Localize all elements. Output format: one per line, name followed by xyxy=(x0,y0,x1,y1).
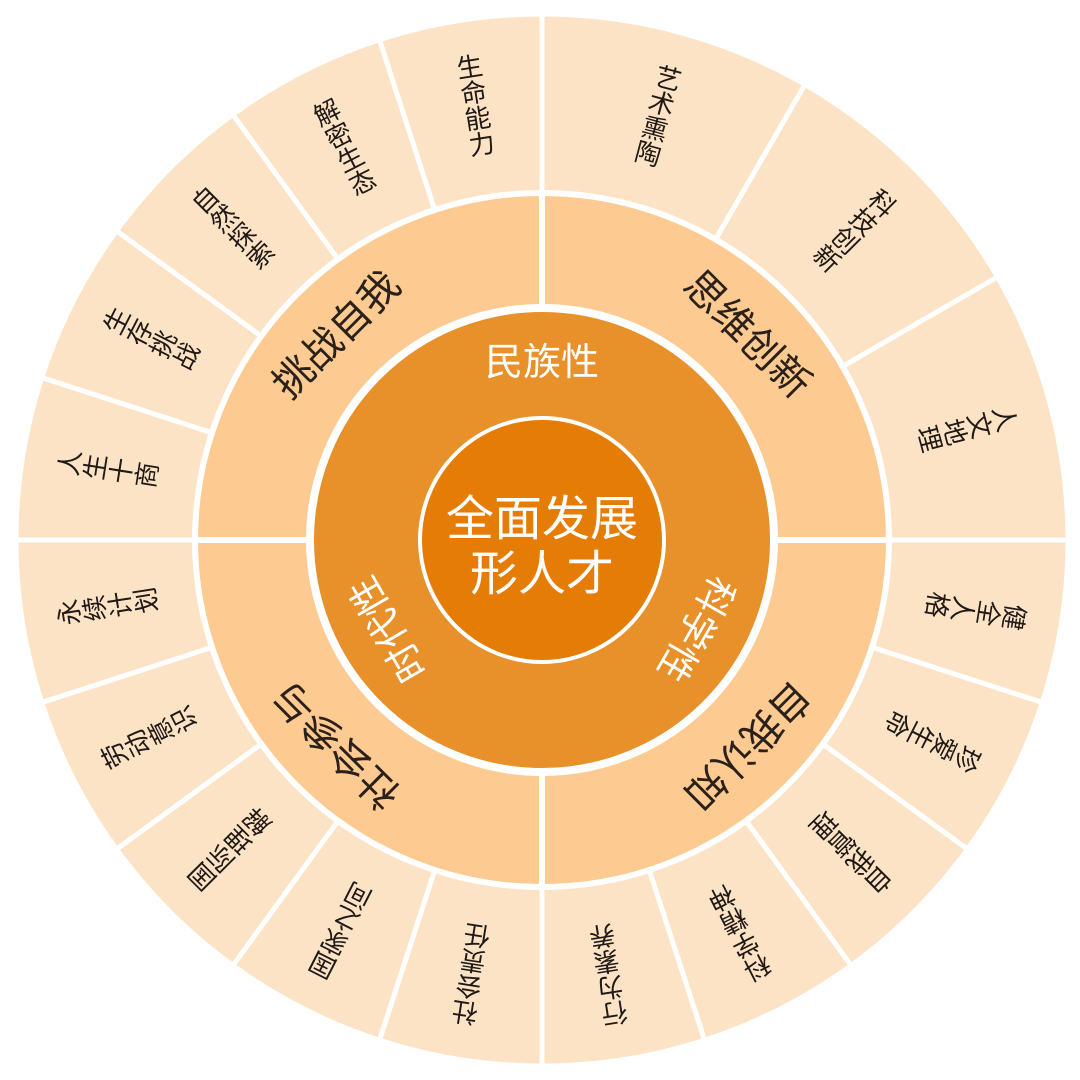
center-title-line1: 全面发展 xyxy=(446,491,638,547)
outer-ring: 艺术熏陶科技创新人文地理健全人格珍爱生命自我管理科学精神行为素养社会责任国家之间… xyxy=(13,11,1071,1069)
center-title-line2: 形人才 xyxy=(470,546,614,602)
center-circle xyxy=(418,416,666,664)
inner-ring-label: 民族性 xyxy=(485,340,599,384)
